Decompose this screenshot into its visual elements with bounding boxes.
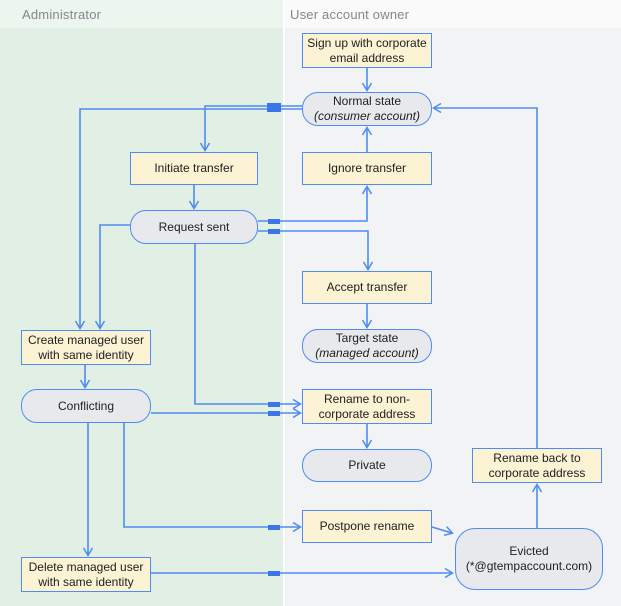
lane-boundary-cross-mark-4 <box>268 402 280 407</box>
node-delete-managed-user-label-line2: with same identity <box>38 574 134 589</box>
node-conflicting-label-line1: Conflicting <box>57 398 115 413</box>
node-rename-non-corporate-label-line2: corporate address <box>318 406 416 421</box>
node-rename-back-corporate-label-line2: corporate address <box>488 465 586 480</box>
node-sign-up-label-line2: email address <box>329 50 405 65</box>
edge-request-sent-to-ignore-transfer <box>258 185 373 222</box>
node-postpone-rename-label-line1: Postpone rename <box>319 519 415 533</box>
node-private: Private <box>302 449 432 482</box>
node-rename-non-corporate-label-line1: Rename to non- <box>323 391 411 406</box>
node-accept-transfer-label-line1: Accept transfer <box>326 280 408 294</box>
lane-boundary-cross-mark-1 <box>267 103 281 112</box>
lane-user-account-owner-header <box>285 0 621 28</box>
lane-boundary-cross-mark-6 <box>268 525 280 530</box>
node-accept-transfer: Accept transfer <box>302 271 432 304</box>
node-evicted-label-line2: (*@gtempaccount.com) <box>465 559 593 573</box>
node-private-label-line1: Private <box>348 458 386 472</box>
node-initiate-transfer-label-line1: Initiate transfer <box>154 161 234 175</box>
edge-postpone-rename-to-evicted <box>431 526 454 537</box>
edge-conflicting-to-postpone-rename <box>123 423 302 533</box>
node-ignore-transfer: Ignore transfer <box>302 152 432 185</box>
edge-rename-back-corporate-to-normal-state <box>432 102 538 448</box>
node-postpone-rename: Postpone rename <box>302 510 432 543</box>
edge-request-sent-to-rename-non-corporate <box>194 244 302 410</box>
node-rename-non-corporate: Rename to non-corporate address <box>302 389 432 424</box>
node-normal-state: Normal state(consumer account) <box>302 92 432 126</box>
lane-administrator-header <box>0 0 283 28</box>
lane-boundary-cross-mark-5 <box>268 411 280 416</box>
node-evicted-label-line1: Evicted <box>509 544 549 558</box>
node-request-sent: Request sent <box>130 210 258 244</box>
node-delete-managed-user-label-line1: Delete managed user <box>28 559 144 574</box>
lane-boundary-cross-mark-2 <box>268 219 280 224</box>
node-request-sent-label-line1: Request sent <box>158 219 230 234</box>
lane-user-account-owner-label: User account owner <box>290 7 410 22</box>
node-create-managed-user-label-line2: with same identity <box>38 347 134 362</box>
lane-boundary-cross-mark-3 <box>268 229 280 234</box>
node-normal-state-label-line2: (consumer account) <box>313 109 421 123</box>
node-initiate-transfer: Initiate transfer <box>130 152 258 185</box>
edge-request-sent-to-accept-transfer <box>258 230 374 271</box>
node-ignore-transfer-label-line1: Ignore transfer <box>327 161 407 175</box>
node-target-state-label-line1: Target state <box>335 331 399 345</box>
node-evicted: Evicted(*@gtempaccount.com) <box>455 528 603 590</box>
node-create-managed-user-label-line1: Create managed user <box>27 332 145 347</box>
node-conflicting: Conflicting <box>21 389 151 423</box>
edge-request-sent-to-create-managed-user <box>94 224 130 330</box>
node-normal-state-label-line1: Normal state <box>332 94 402 108</box>
lane-boundary-cross-mark-7 <box>268 571 280 576</box>
lane-administrator-label: Administrator <box>22 7 102 22</box>
edge-normal-state-to-create-managed-user <box>74 108 302 330</box>
node-rename-back-corporate-label-line1: Rename back to <box>493 450 581 465</box>
node-sign-up-label-line1: Sign up with corporate <box>307 35 427 50</box>
node-target-state-label-line2: (managed account) <box>315 346 419 360</box>
lane-administrator-body <box>0 28 283 606</box>
node-target-state: Target state(managed account) <box>302 329 432 363</box>
